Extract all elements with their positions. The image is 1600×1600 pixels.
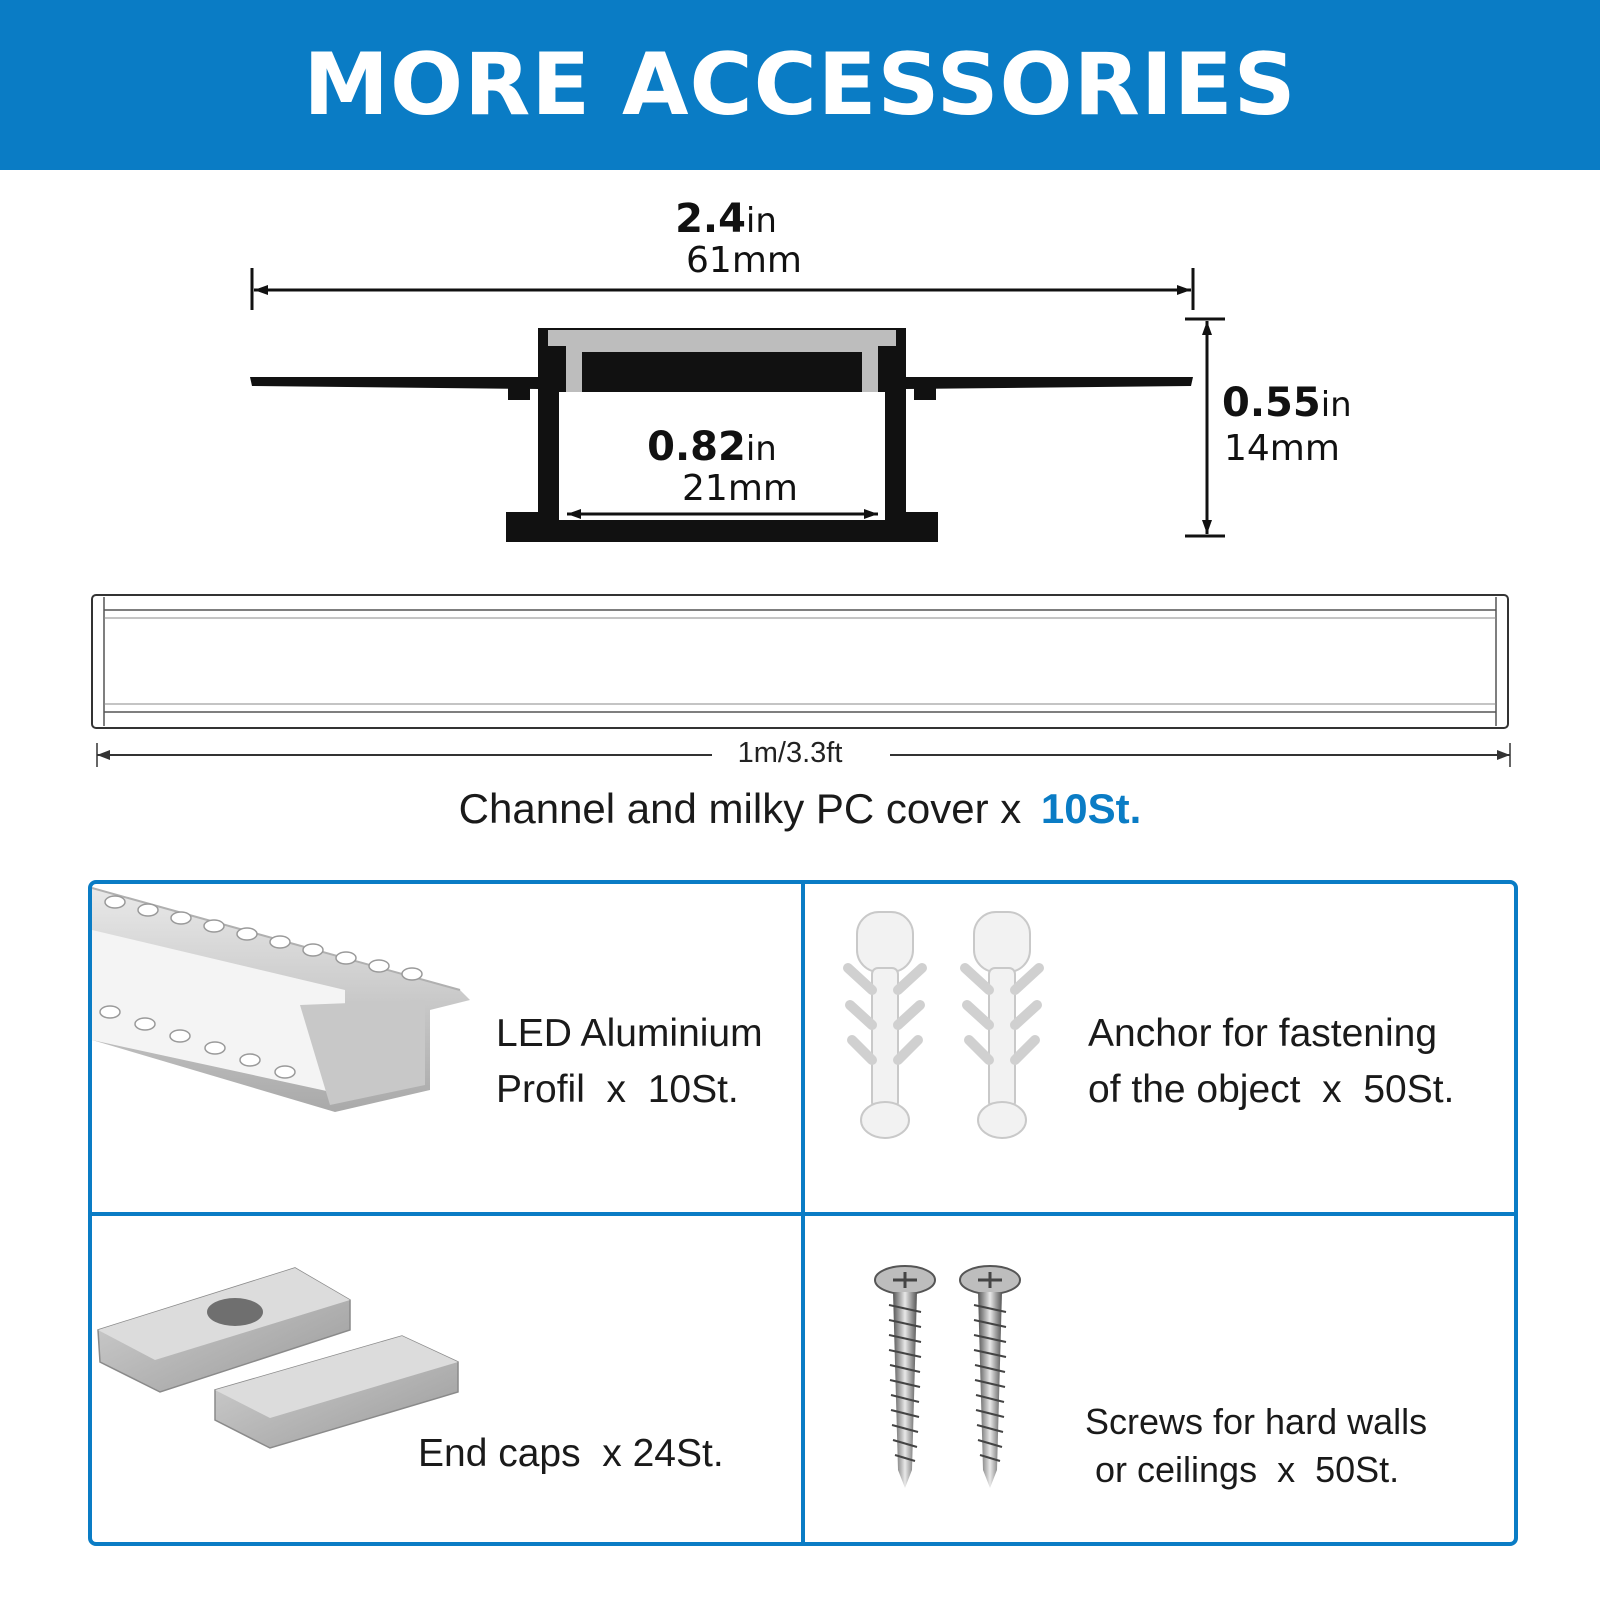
accessories-grid xyxy=(88,880,1518,1546)
page-title: MORE ACCESSORIES xyxy=(303,35,1297,135)
width-inch-label: 2.4in xyxy=(675,196,777,242)
channel-side-view xyxy=(91,594,1511,767)
end-cap-icon xyxy=(97,1267,459,1449)
height-inch-label: 0.55in xyxy=(1222,380,1352,426)
accessory-label-screws: Screws for hard walls or ceilings x 50St… xyxy=(1085,1401,1428,1490)
aluminium-profile-icon xyxy=(91,887,470,1112)
header-banner: MORE ACCESSORIES xyxy=(0,0,1600,170)
channel-caption-text: Channel and milky PC cover x xyxy=(458,785,1022,832)
width-mm-label: 61mm xyxy=(686,240,802,281)
channel-caption: Channel and milky PC cover x 10St. xyxy=(0,785,1600,833)
channel-quantity: 10St. xyxy=(1040,785,1142,832)
inner-width-mm-label: 21mm xyxy=(682,468,798,509)
screw-icon xyxy=(874,1265,1021,1488)
accessory-label-end-caps: End caps x 24St. xyxy=(418,1432,724,1475)
wall-anchor-icon xyxy=(843,911,1044,1139)
height-mm-label: 14mm xyxy=(1224,428,1340,469)
inner-width-inch-label: 0.82in xyxy=(647,424,777,470)
profile-cross-section xyxy=(250,268,1225,542)
channel-length-label: 1m/3.3ft xyxy=(738,737,843,769)
